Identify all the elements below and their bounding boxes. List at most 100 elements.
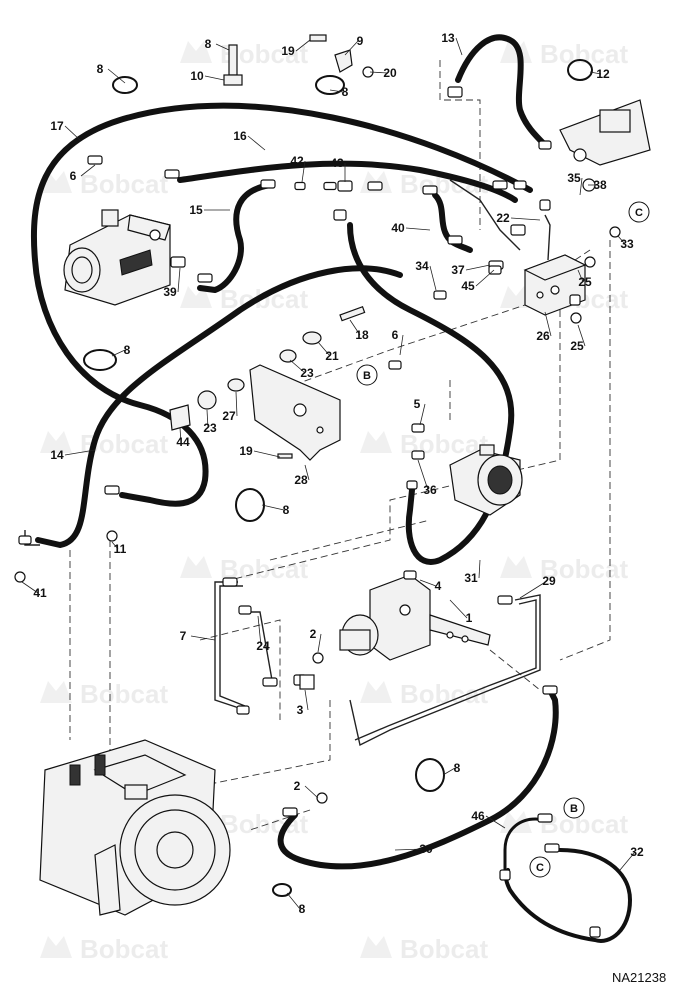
callout-number: 8	[299, 902, 306, 916]
callout-leader-line	[204, 75, 225, 81]
callout-number: 8	[342, 85, 349, 99]
callout-leader-line	[111, 541, 119, 550]
bobcat-watermark-text: Bobcat	[540, 554, 628, 584]
hydraulic-motor	[449, 444, 523, 516]
callout-leader-line	[442, 767, 456, 776]
tube-7b	[219, 585, 246, 707]
callout-number: 23	[203, 421, 217, 435]
callout-leader-line	[485, 815, 506, 829]
callout-number: 21	[325, 349, 339, 363]
callout-number: 26	[536, 329, 550, 343]
hose-31	[347, 222, 515, 565]
callout-leader-line	[417, 459, 429, 491]
callout-leader-line	[304, 689, 309, 711]
callout-number: 41	[33, 586, 47, 600]
hose-fitting	[510, 224, 526, 236]
hose-fitting	[282, 807, 298, 817]
callout-leader-line	[253, 450, 281, 458]
callout-leader-line	[235, 391, 238, 417]
callout-leader-line	[179, 427, 182, 443]
hose-fitting	[539, 199, 551, 211]
callout-number: 25	[578, 275, 592, 289]
callout-number: 27	[222, 409, 236, 423]
hose-fitting	[497, 595, 513, 605]
callout-number: 35	[567, 171, 581, 185]
callout-number: 39	[163, 285, 177, 299]
hose-fitting	[447, 235, 463, 245]
hose-fitting	[18, 535, 32, 545]
valve-block-26	[523, 254, 587, 316]
hose-fitting	[388, 360, 402, 370]
callout-number: 9	[357, 34, 364, 48]
callout-leader-line	[465, 264, 491, 271]
callout-leader-line	[419, 403, 426, 426]
callout-number: 44	[176, 435, 190, 449]
callout-number: 8	[454, 761, 461, 775]
callout-leader-line	[317, 633, 322, 653]
callout-leader-line	[190, 635, 216, 641]
callout-leader-line	[510, 217, 541, 221]
callout-number: 31	[464, 571, 478, 585]
callout-number: 8	[283, 503, 290, 517]
hose-fitting	[538, 140, 552, 150]
hose-fitting	[323, 181, 337, 191]
bobcat-logo-watermark	[40, 936, 72, 958]
hose-fitting	[492, 180, 508, 190]
callout-number: 8	[97, 62, 104, 76]
callout-number: 24	[256, 639, 270, 653]
callout-leader-line	[257, 615, 262, 647]
hose-fitting	[222, 577, 238, 587]
callout-leader-line	[329, 89, 344, 93]
hose-fitting	[170, 256, 186, 268]
callout-leader-line	[475, 269, 495, 287]
bobcat-logo-watermark	[180, 41, 212, 63]
callout-number: 25	[570, 339, 584, 353]
hose-fitting	[403, 570, 417, 580]
callout-leader-line	[455, 37, 463, 56]
callout-leader-line	[304, 785, 319, 799]
bobcat-logo-watermark	[40, 431, 72, 453]
tube-29	[349, 594, 541, 747]
bobcat-logo-watermark	[360, 681, 392, 703]
hose-15	[197, 182, 273, 293]
hose-fitting	[238, 605, 252, 615]
hose-fitting	[447, 86, 463, 98]
callout-number: 17	[50, 119, 64, 133]
bobcat-logo-watermark	[360, 936, 392, 958]
hose-13	[455, 34, 548, 148]
ref-marker-c-bottom: C	[529, 856, 551, 878]
hose-16	[177, 160, 518, 203]
callout-number: 22	[496, 211, 510, 225]
callout-leader-line	[478, 559, 481, 579]
hose-14	[35, 265, 403, 548]
callout-number: 2	[310, 627, 317, 641]
tube-26	[449, 179, 521, 251]
hose-fitting	[589, 926, 601, 938]
callout-leader-line	[577, 324, 586, 347]
callout-leader-line	[579, 177, 583, 196]
callout-leader-line	[544, 311, 552, 337]
hose-fitting	[513, 180, 527, 190]
bobcat-logo-watermark	[40, 681, 72, 703]
callout-number: 19	[281, 44, 295, 58]
hose-fitting	[236, 705, 250, 715]
mount-bracket-28	[249, 364, 341, 461]
callout-leader-line	[301, 160, 306, 183]
hose-fitting	[104, 485, 120, 495]
callout-leader-line	[617, 235, 626, 245]
hose-fitting	[406, 480, 418, 490]
callout-number: 30	[419, 842, 433, 856]
alignment-dashed-lines	[69, 60, 611, 831]
upper-hydraulic-pump	[63, 209, 171, 306]
callout-number: 4	[435, 579, 442, 593]
callout-leader-line	[261, 504, 285, 511]
callout-leader-line	[80, 164, 96, 177]
callout-number: 6	[70, 169, 77, 183]
bobcat-watermark-text: Bobcat	[80, 934, 168, 964]
hose-fitting	[197, 273, 213, 283]
callout-leader-line	[349, 319, 361, 336]
hose-fitting	[433, 290, 447, 300]
fittings	[18, 86, 601, 938]
leader-lines	[21, 37, 636, 910]
callout-number: 19	[239, 444, 253, 458]
